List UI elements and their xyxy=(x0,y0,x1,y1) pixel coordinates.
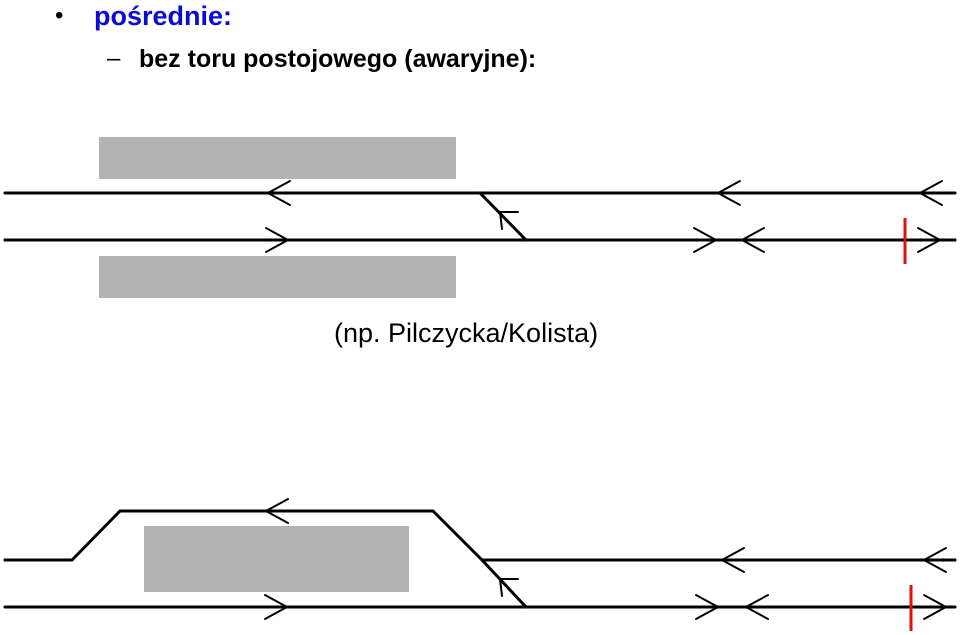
arrow-left-icon xyxy=(263,498,289,524)
bullet-symbol: • xyxy=(55,2,64,29)
arrow-right-icon xyxy=(265,227,291,253)
arrow-right-icon xyxy=(923,594,949,620)
subheading-text: bez toru postojowego (awaryjne): xyxy=(139,44,537,73)
arrow-left-icon xyxy=(739,227,765,253)
dash-symbol: – xyxy=(107,45,121,72)
crossover xyxy=(480,558,528,609)
arrow-left-icon xyxy=(743,594,769,620)
heading-text: pośrednie: xyxy=(94,0,233,31)
diagram-2 xyxy=(3,498,957,631)
platform-bottom xyxy=(99,256,456,298)
bullet-item: • pośrednie: xyxy=(55,0,232,36)
sub-item: – bez toru postojowego (awaryjne): xyxy=(107,41,536,77)
arrow-left-icon xyxy=(921,547,947,573)
arrow-right-icon xyxy=(693,227,719,253)
arrow-right-icon xyxy=(264,594,290,620)
diagram-1 xyxy=(3,137,957,298)
arrow-right-icon xyxy=(917,227,943,253)
crossover xyxy=(478,191,528,242)
example-caption: (np. Pilczycka/Kolista) xyxy=(334,318,599,348)
turn-arrow-icon xyxy=(498,578,519,597)
turn-arrow-icon xyxy=(498,211,519,230)
platform-top xyxy=(99,137,456,179)
arrow-left-icon xyxy=(265,180,291,206)
arrow-left-icon xyxy=(715,180,741,206)
arrow-right-icon xyxy=(695,594,721,620)
track-upper-loop xyxy=(3,509,957,562)
platform-island xyxy=(144,526,409,592)
arrow-left-icon xyxy=(719,547,745,573)
arrow-left-icon xyxy=(917,180,943,206)
